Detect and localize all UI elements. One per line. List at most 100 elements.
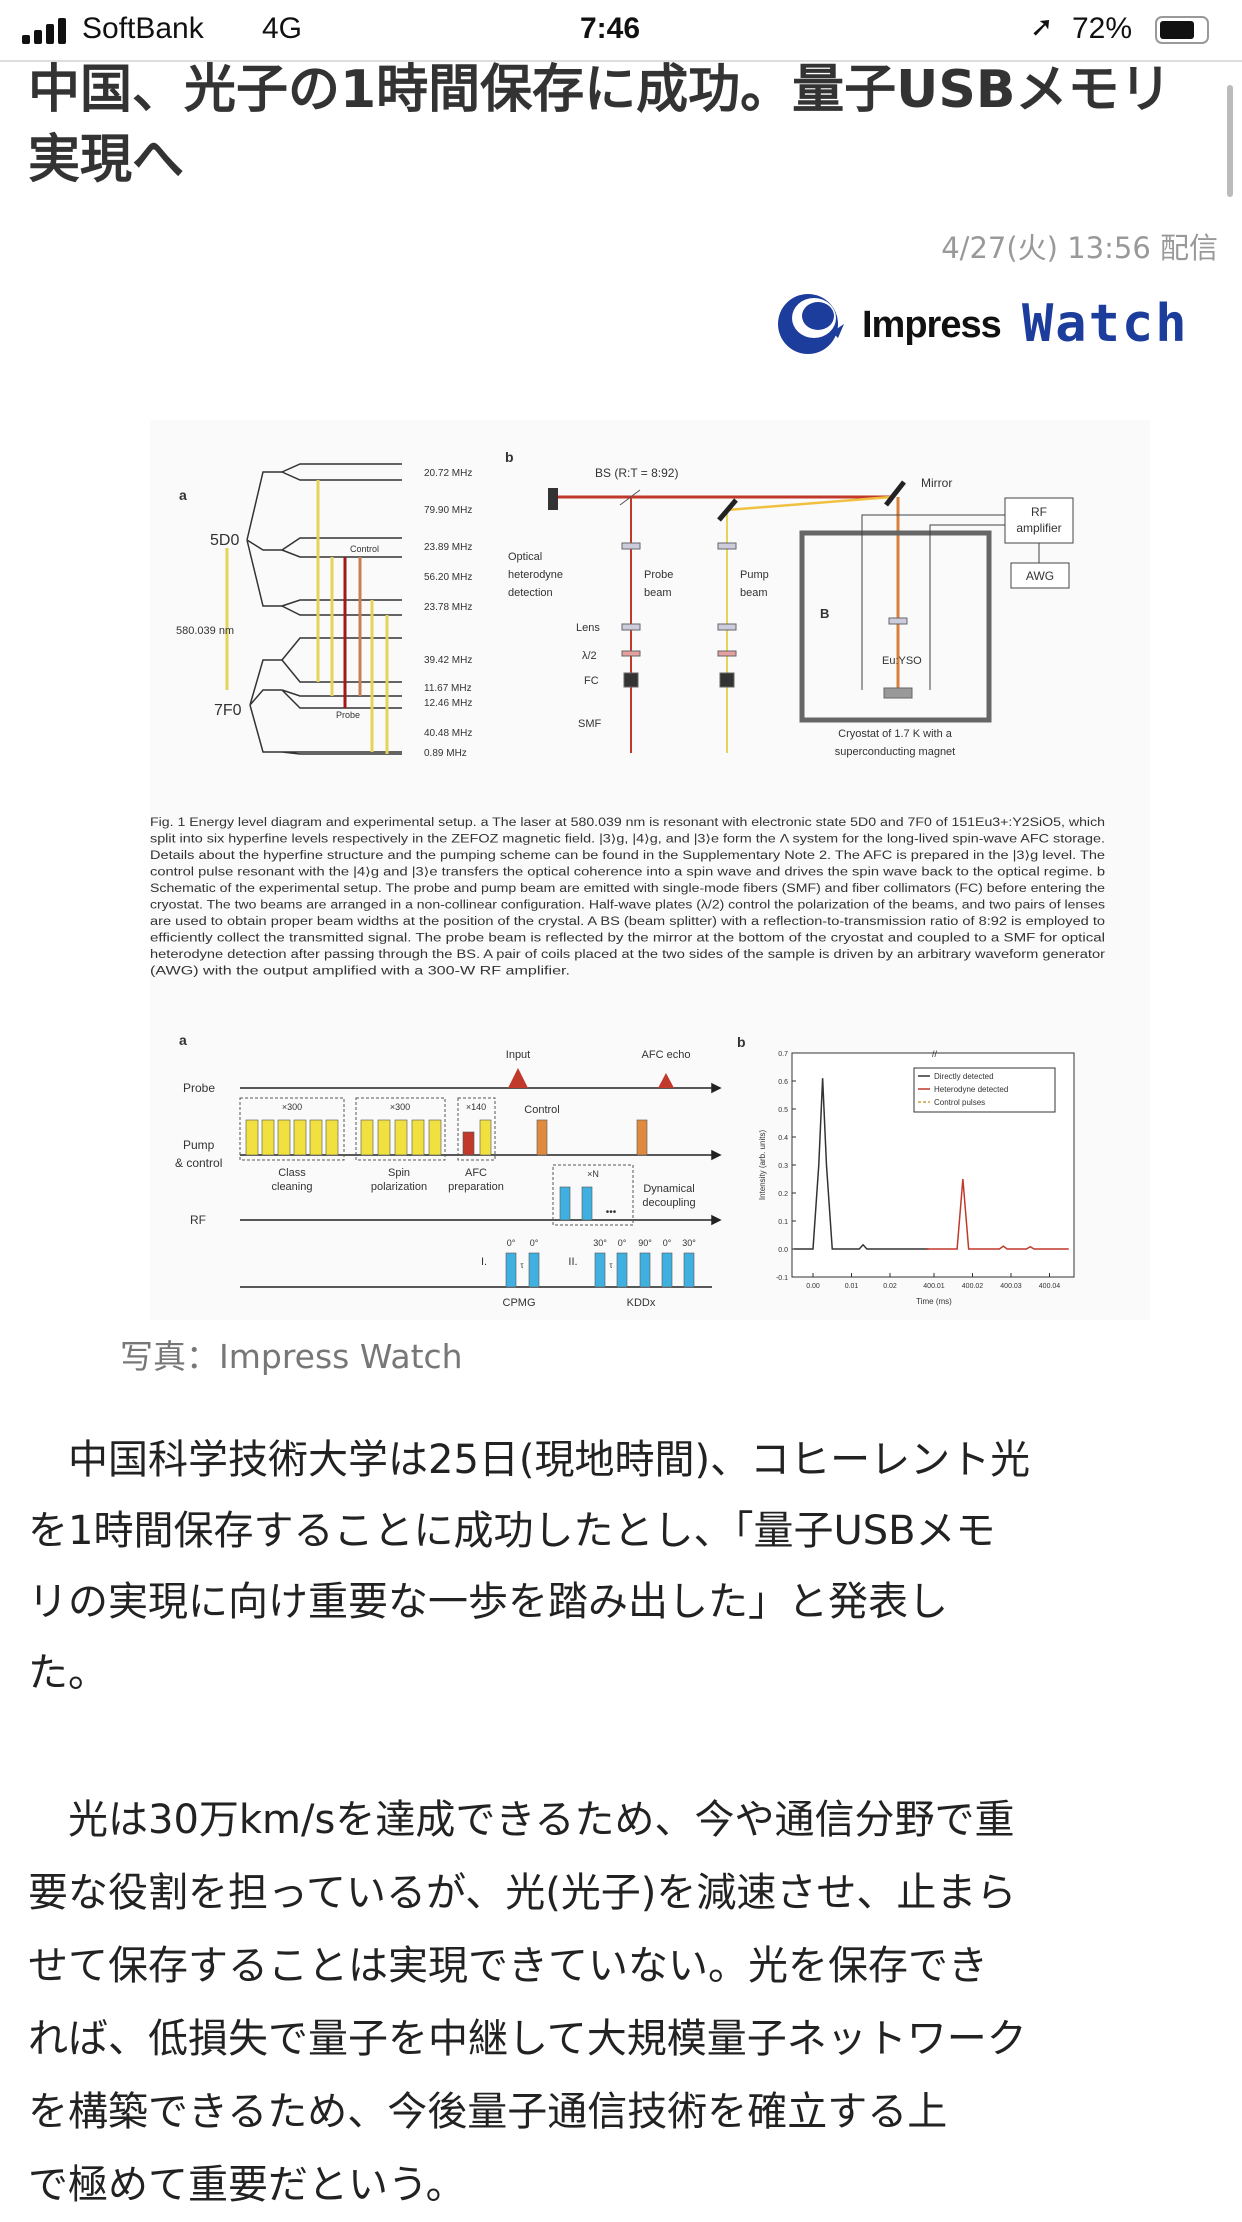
probe-label: Probe (336, 710, 360, 720)
repeat-label: ×300 (390, 1102, 410, 1112)
article-figure-image[interactable]: a 5D0 7F0 580.039 nm Control Probe 20.72… (150, 420, 1150, 1320)
caption-line: Schematic of the experimental setup. The… (150, 883, 1105, 895)
pump-beam-label: beam (740, 587, 768, 599)
pulse-bar (462, 1131, 475, 1156)
series-line (793, 1078, 929, 1250)
paragraph-line: せて保存することは実現できていない。光を保存でき (28, 1943, 988, 1989)
stage-label: Spin (388, 1167, 410, 1179)
pulse-bar (581, 1186, 593, 1221)
legend-entry: Control pulses (934, 1098, 985, 1107)
beam-splitter-icon (619, 489, 641, 506)
halfwave-label: λ/2 (582, 650, 597, 662)
cryostat-label: superconducting magnet (835, 746, 955, 758)
article-paragraph: 中国科学技術大学は25日(現地時間)、コヒーレント光 を1時間保存することに成功… (28, 1425, 1228, 1709)
caption-line: control pulse resonant with the |4⟩g and… (150, 866, 1105, 879)
stage-label: Dynamical (643, 1183, 694, 1195)
upper-state-label: 5D0 (210, 532, 239, 549)
caption-line: are used to obtain proper beam widths at… (150, 916, 1105, 928)
paragraph-line: 中国科学技術大学は25日(現地時間)、コヒーレント光 (28, 1437, 1031, 1483)
tau-label: τ (520, 1261, 524, 1270)
location-arrow-icon: ➚ (1030, 11, 1054, 42)
x-tick-label: 0.02 (883, 1283, 897, 1290)
frequency-label: 12.46 MHz (424, 698, 472, 709)
paragraph-line: を1時間保存することに成功したとし、「量子USBメモ (28, 1508, 996, 1554)
pulse-bar (360, 1119, 374, 1156)
awg-label: AWG (1026, 569, 1054, 583)
y-tick-label: 0.0 (778, 1247, 788, 1254)
pulse-bar (559, 1186, 571, 1221)
caption-line: Details about the hyperfine structure an… (150, 849, 1105, 862)
lower-state-label: 7F0 (214, 702, 242, 719)
panel-label: b (505, 449, 514, 465)
pulse-bar (505, 1252, 517, 1288)
legend-entry: Heterodyne detected (934, 1085, 1008, 1094)
pump-row-label: & control (175, 1156, 222, 1170)
magnetic-field-label: B (820, 606, 829, 621)
pulse-bar (616, 1252, 628, 1288)
angle-label: 0° (507, 1238, 516, 1248)
pulse-bar (411, 1119, 425, 1156)
x-tick-label: 0.00 (806, 1283, 820, 1290)
control-label: Control (524, 1104, 559, 1116)
pulse-bar (594, 1252, 606, 1288)
crystal-label: Eu:YSO (882, 655, 922, 667)
caption-line: cryostat. The two beams are arranged in … (150, 900, 1105, 912)
mirror-label: Mirror (921, 476, 952, 490)
stage-label: AFC (465, 1167, 487, 1179)
y-tick-label: 0.7 (778, 1051, 788, 1058)
frequency-label: 40.48 MHz (424, 728, 472, 739)
pulse-bar (639, 1252, 651, 1288)
y-axis-label: Intensity (arb. units) (758, 1130, 767, 1201)
paragraph-line: で極めて重要だという。 (28, 2162, 466, 2208)
status-bar: SoftBank 4G 7:46 ➚ 72% (0, 0, 1242, 62)
detector-fc-icon (548, 488, 558, 510)
pulse-bar (536, 1119, 548, 1156)
cpmg-label: CPMG (503, 1297, 536, 1309)
battery-icon (1155, 16, 1209, 44)
input-label: Input (506, 1049, 530, 1061)
repeat-label: ×140 (466, 1102, 486, 1112)
angle-label: 90° (638, 1238, 652, 1248)
pulse-bar (377, 1119, 391, 1156)
y-tick-label: 0.6 (778, 1079, 788, 1086)
figure-svg: a 5D0 7F0 580.039 nm Control Probe 20.72… (150, 449, 1105, 1309)
caption-line: heterodyne detection after passing throu… (150, 949, 1105, 961)
input-pulse (508, 1068, 528, 1088)
publisher-logo[interactable]: Impress Watch (774, 290, 1219, 362)
optical-detection-label: heterodyne (508, 569, 563, 581)
article-title: 中国、光子の1時間保存に成功。量子USBメモリ 実現へ (28, 55, 1218, 195)
frequency-label: 20.72 MHz (424, 468, 472, 479)
x-tick-label: 400.02 (962, 1283, 984, 1290)
panel-label: a (179, 487, 187, 503)
ellipsis: ••• (606, 1207, 617, 1218)
battery-percent: 72% (1072, 12, 1133, 45)
angle-label: 0° (618, 1238, 627, 1248)
impress-logo-mark-icon (778, 294, 844, 354)
probe-row-label: Probe (183, 1081, 215, 1095)
pulse-bar (428, 1119, 442, 1156)
caption-line: (AWG) with the output amplified with a 3… (150, 966, 570, 978)
afc-echo-pulse (658, 1073, 674, 1088)
scrollbar[interactable] (1227, 85, 1233, 197)
rf-amplifier-label: RF (1031, 505, 1047, 519)
wavelength-label: 580.039 nm (176, 625, 234, 637)
caption-line: Fig. 1 Energy level diagram and experime… (150, 817, 1105, 829)
frequency-label: 56.20 MHz (424, 572, 472, 583)
y-tick-label: 0.3 (778, 1163, 788, 1170)
mirror-icon (884, 480, 906, 507)
article-paragraph: 光は30万km/sを達成できるため、今や通信分野で重 要な役割を担っているが、光… (28, 1784, 1228, 2222)
sequence-label: II. (568, 1256, 577, 1268)
kdd-label: KDDx (627, 1297, 656, 1309)
caption-line: efficiently collect the transmitted sign… (150, 933, 1105, 945)
sequence-label: I. (481, 1256, 487, 1268)
frequency-label: 11.67 MHz (424, 683, 472, 694)
title-line: 実現へ (28, 130, 185, 190)
pulse-bars (245, 1119, 695, 1288)
transition-arrows (225, 480, 389, 754)
caption-line: split into six hyperfine levels respecti… (150, 833, 1105, 846)
rf-row-label: RF (190, 1213, 206, 1227)
optical-detection-label: Optical (508, 551, 542, 563)
frequency-label: 39.42 MHz (424, 655, 472, 666)
y-tick-label: 0.5 (778, 1107, 788, 1114)
legend-entry: Directly detected (934, 1072, 994, 1081)
